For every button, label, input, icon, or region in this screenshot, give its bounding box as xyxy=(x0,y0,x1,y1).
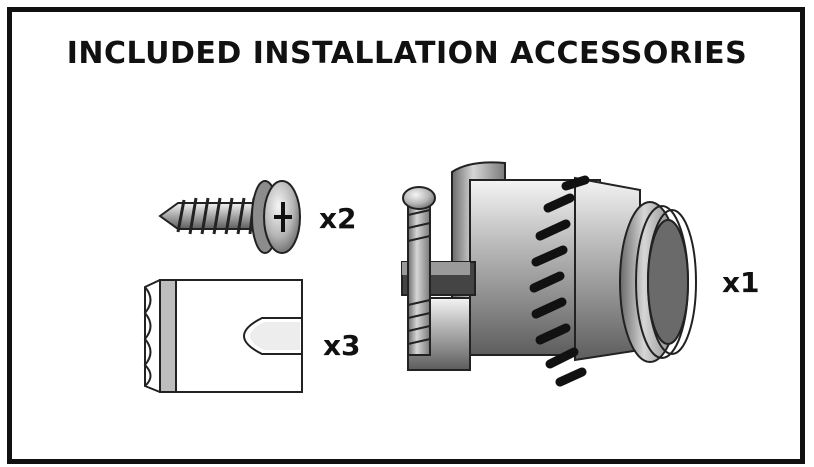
cable-connector-icon xyxy=(401,161,697,387)
anchor-clip-icon xyxy=(143,279,303,393)
connector-quantity: x1 xyxy=(722,266,760,299)
screw-quantity: x2 xyxy=(319,202,357,235)
screw-icon xyxy=(158,180,301,254)
anchor-clip-quantity: x3 xyxy=(323,329,361,362)
page-title: INCLUDED INSTALLATION ACCESSORIES xyxy=(66,36,748,71)
